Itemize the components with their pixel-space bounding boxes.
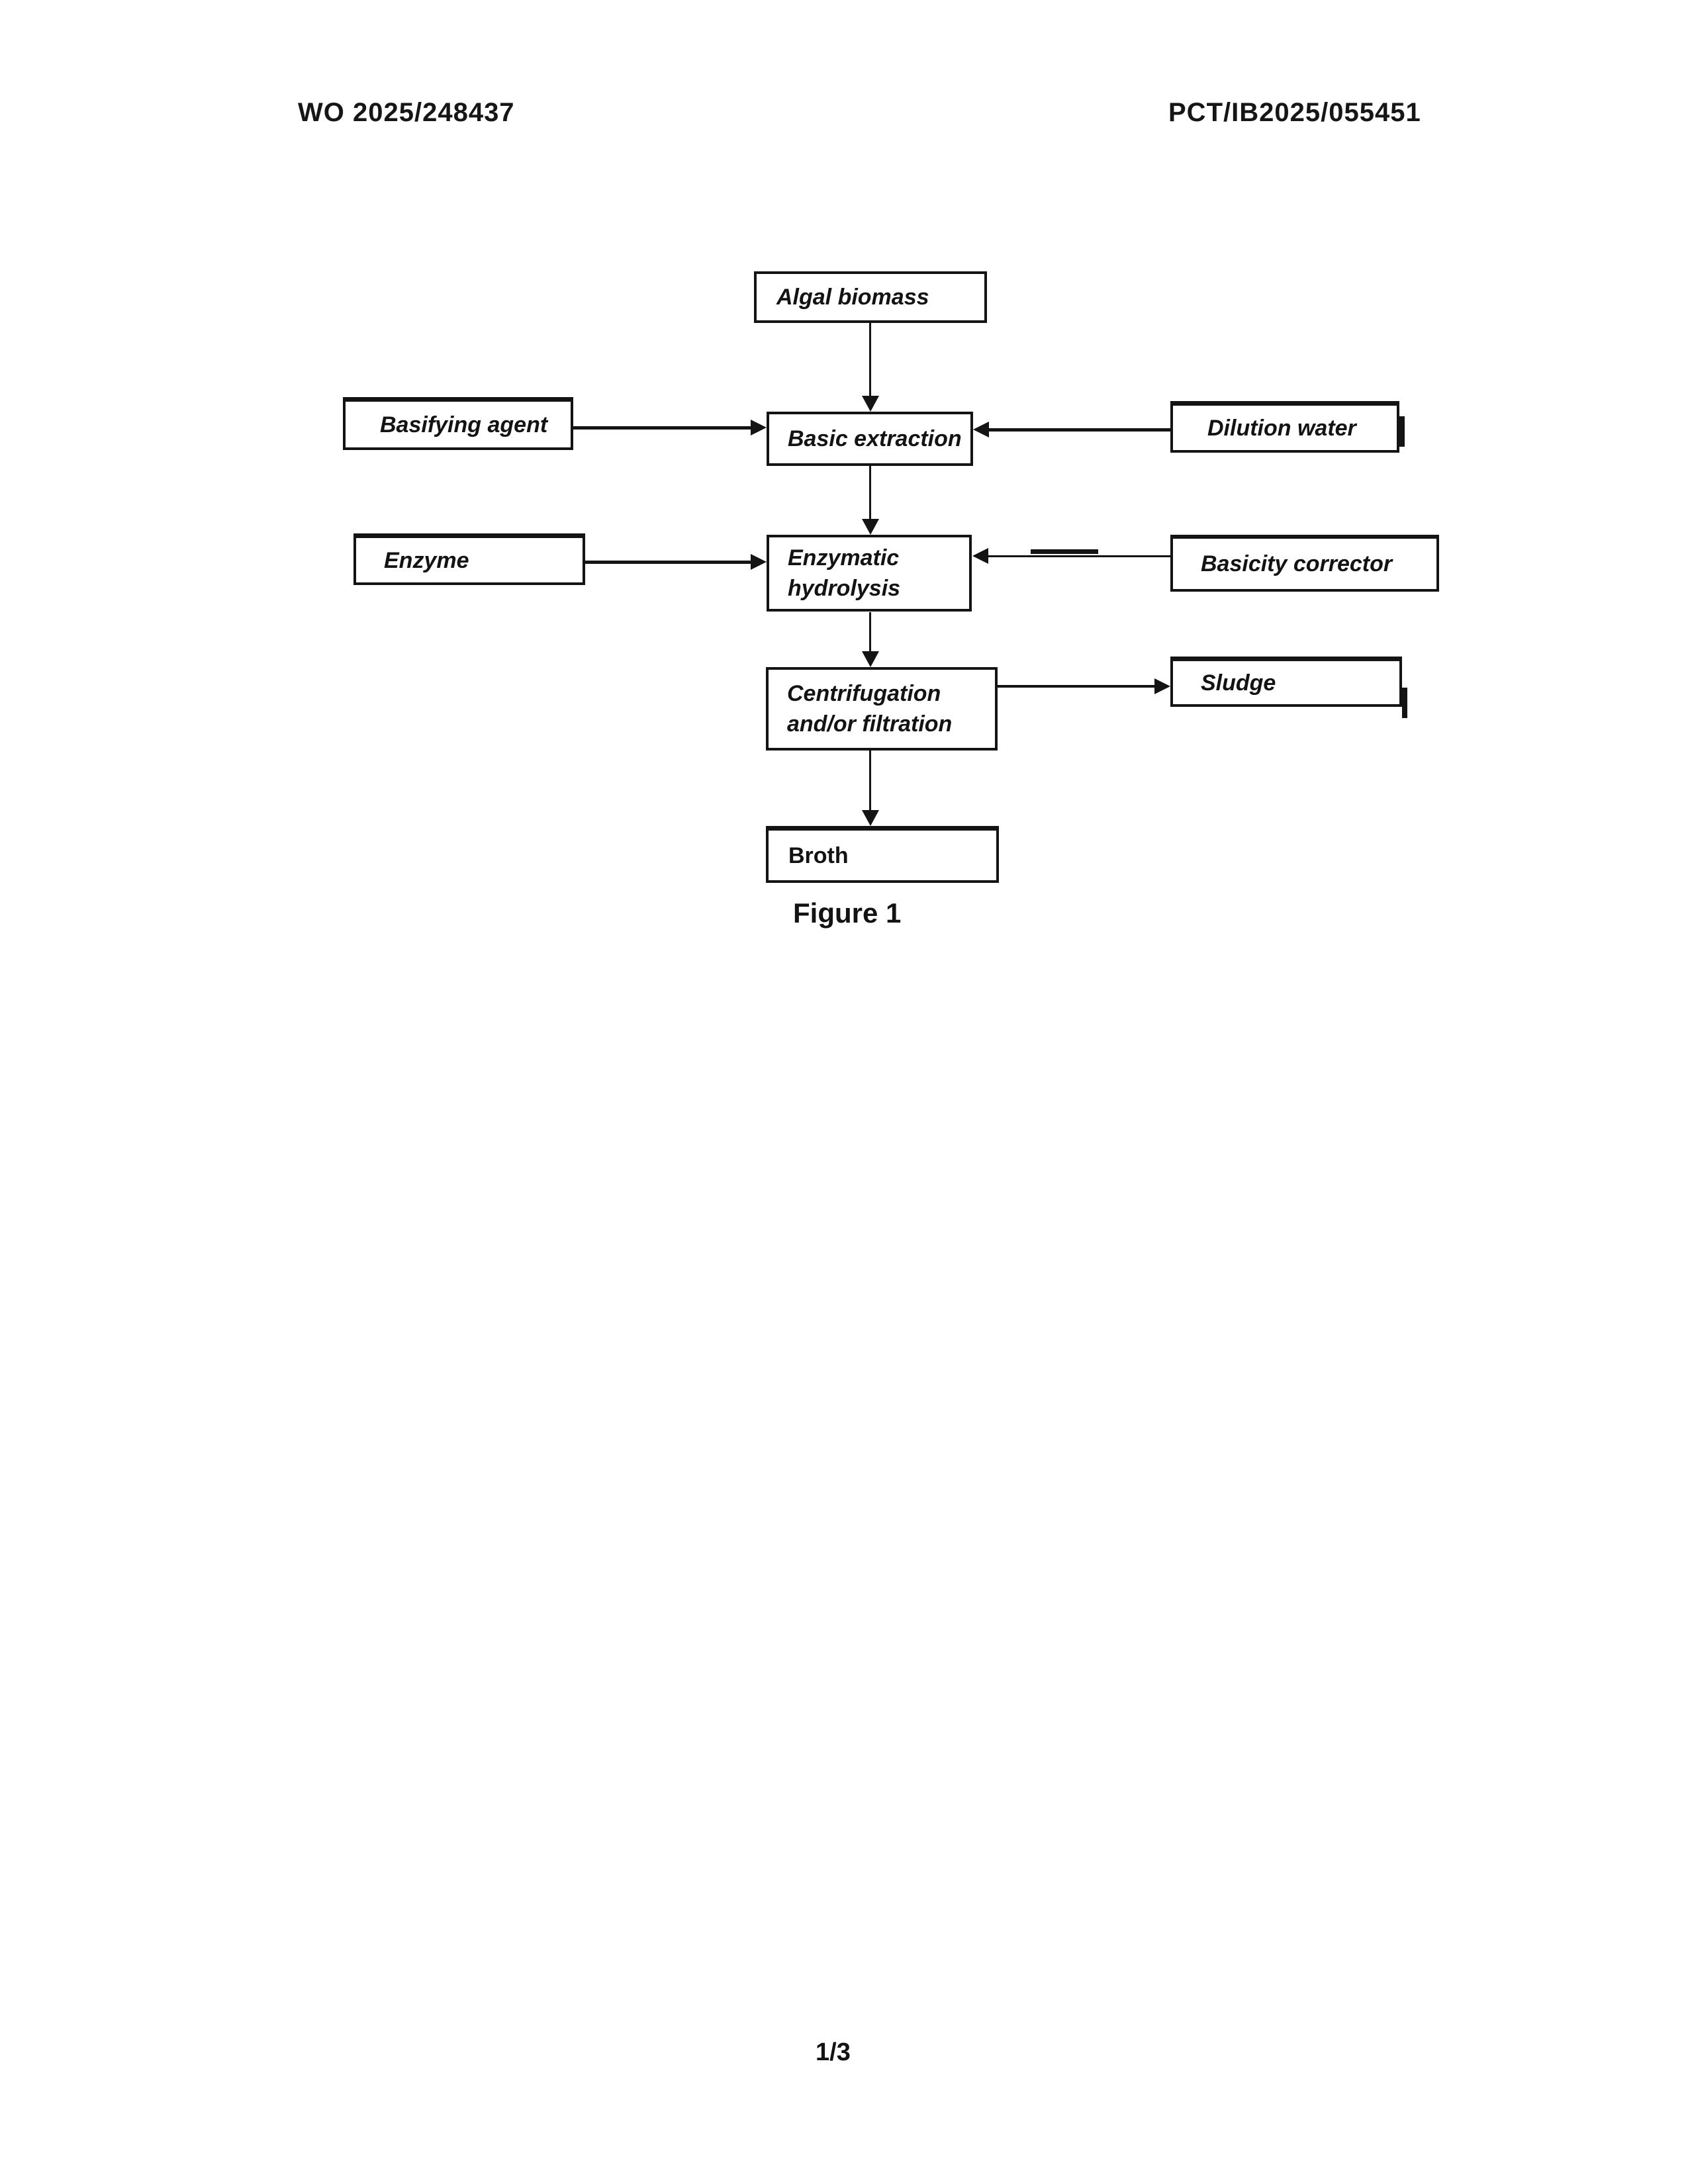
node-enzyme: Enzyme: [353, 533, 585, 585]
node-basifying-agent: Basifying agent: [343, 397, 573, 450]
arrowhead-left-icon: [973, 422, 989, 437]
node-centrifugation-filtration: Centrifugation and/or filtration: [766, 667, 998, 751]
node-label: Basifying agent: [380, 412, 548, 437]
node-dilution-water: Dilution water: [1170, 401, 1405, 453]
publication-number: WO 2025/248437: [298, 98, 515, 127]
node-basic-extraction: Basic extraction: [767, 412, 973, 466]
node-label-line2: hydrolysis: [788, 576, 901, 601]
page-number: 1/3: [816, 2038, 851, 2066]
node-algal-biomass: Algal biomass: [754, 271, 987, 323]
scan-edge-artifact: [1399, 416, 1405, 447]
arrowhead-down-icon: [862, 651, 879, 667]
node-enzymatic-hydrolysis: Enzymatic hydrolysis: [767, 535, 972, 612]
figure-caption: Figure 1: [793, 897, 902, 929]
arrowhead-left-icon: [972, 548, 988, 564]
node-label-line1: Centrifugation: [787, 681, 941, 706]
application-number: PCT/IB2025/055451: [1168, 98, 1421, 127]
node-label: Dilution water: [1207, 415, 1356, 441]
node-label: Algal biomass: [776, 285, 929, 310]
node-label-line2: and/or filtration: [787, 711, 953, 737]
node-basicity-corrector: Basicity corrector: [1170, 535, 1439, 592]
arrowhead-right-icon: [751, 420, 767, 435]
node-label: Enzyme: [384, 547, 469, 573]
node-sludge: Sludge: [1170, 657, 1407, 718]
scan-line-artifact: [1031, 549, 1098, 554]
node-label: Sludge: [1201, 670, 1276, 696]
arrowhead-down-icon: [862, 810, 879, 826]
node-broth: Broth: [766, 826, 999, 883]
arrowhead-down-icon: [862, 519, 879, 535]
node-label: Basic extraction: [788, 426, 962, 451]
arrowhead-right-icon: [751, 554, 767, 570]
node-label: Basicity corrector: [1201, 551, 1393, 576]
node-label: Broth: [788, 842, 849, 868]
arrowhead-right-icon: [1154, 678, 1170, 694]
arrowhead-down-icon: [862, 396, 879, 412]
node-label-line1: Enzymatic: [788, 545, 900, 570]
scan-edge-artifact: [1402, 688, 1407, 718]
